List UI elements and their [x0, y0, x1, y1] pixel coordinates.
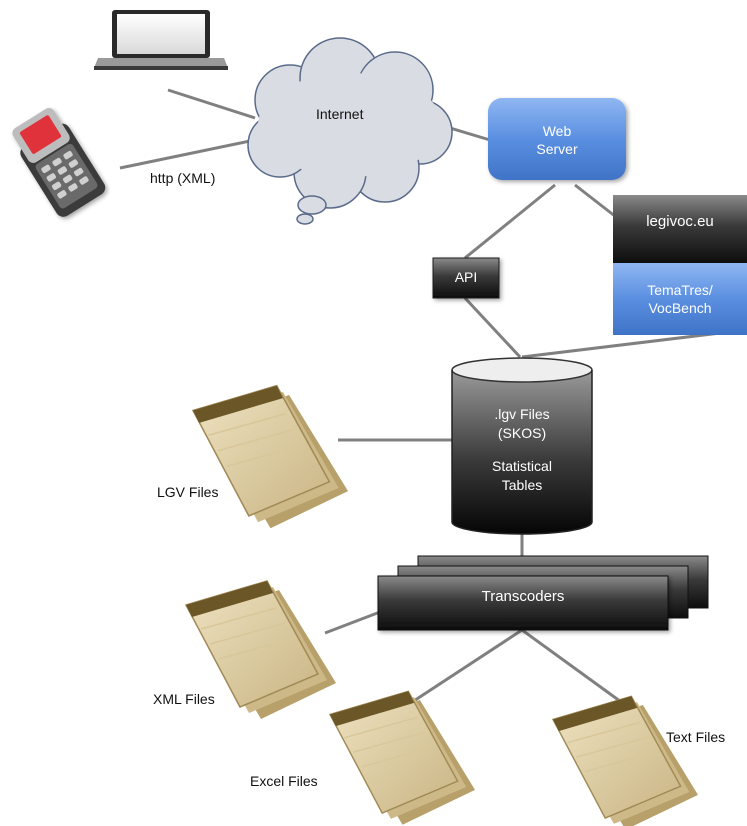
api-box [432, 257, 500, 299]
connector-webserver-legivoc [574, 183, 621, 222]
legivoc-box [613, 195, 747, 263]
connector-phone-internet [119, 138, 256, 170]
transcoders-stack [377, 555, 709, 631]
legivoc-label: legivoc.eu [646, 213, 714, 230]
web-server-label-line1: Web [542, 123, 572, 139]
tematres-label-line1: TemaTres/ [647, 282, 713, 298]
tematres-label: TemaTres/ VocBench [613, 281, 747, 317]
document-icon [192, 384, 349, 530]
web-server-label-line2: Server [536, 141, 578, 157]
connector-laptop-internet [167, 88, 256, 120]
connector-api-database [463, 296, 522, 359]
connector-webserver-api [464, 183, 556, 260]
tematres-label-line2: VocBench [648, 300, 712, 316]
database-icon [451, 357, 593, 535]
excel-files-label: Excel Files [250, 773, 318, 789]
document-icon [552, 695, 699, 826]
connector-transcoders-text [521, 628, 636, 714]
database-label-line3: Statistical [492, 458, 552, 474]
connector-lines [119, 88, 746, 714]
tematres-box [613, 263, 747, 335]
api-label: API [454, 269, 478, 285]
web-server-label: Web Server [488, 122, 626, 158]
database-label-line4: Tables [501, 477, 543, 493]
cloud-icon [247, 37, 453, 225]
web-server-box [488, 98, 626, 180]
text-files-label: Text Files [666, 729, 726, 745]
xml-files-label: XML Files [153, 691, 215, 707]
database-label: .lgv Files (SKOS) Statistical Tables [452, 405, 592, 495]
laptop-icon [94, 10, 228, 70]
transcoders-label: Transcoders [481, 588, 565, 605]
http-label: http (XML) [150, 170, 216, 186]
lgv-files-label: LGV Files [157, 484, 219, 500]
document-icon [329, 690, 476, 826]
database-label-line2: (SKOS) [497, 425, 547, 441]
internet-label: Internet [316, 106, 364, 122]
connector-xml-transcoders [324, 610, 381, 635]
database-label-line1: .lgv Files [494, 406, 550, 422]
connector-transcoders-excel [399, 628, 523, 712]
mobile-phone-icon [12, 108, 106, 217]
